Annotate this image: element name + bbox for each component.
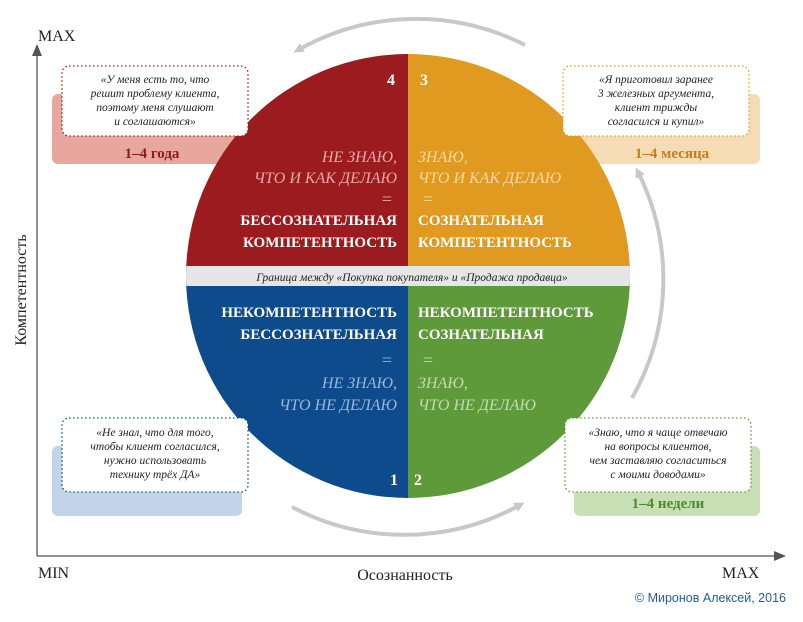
cycle-arrow-right: [630, 167, 666, 399]
q2-quote-line-1: «Знаю, что я чаще отвечаю: [589, 427, 728, 439]
divider-label: Граница между «Покупка покупателя» и «Пр…: [255, 272, 568, 284]
q2-quote-line-4: с моими доводами»: [610, 469, 705, 481]
quadrant-4-number: 4: [387, 72, 395, 89]
q1-quote-line-3: нужно использовать: [104, 455, 206, 467]
quote-box-q1: «Не знал, что для того, чтобы клиент сог…: [61, 417, 249, 493]
q4-quote-line-4: и соглашаются»: [114, 116, 196, 128]
q3-bold-line-2: КОМПЕТЕНТНОСТЬ: [418, 235, 572, 251]
quote-box-q3: «Я приготовил заранее 3 железных аргумен…: [562, 65, 750, 137]
q4-quote-line-1: «У меня есть то, что: [101, 74, 210, 86]
q4-bold-line-1: БЕССОЗНАТЕЛЬНАЯ: [240, 213, 397, 229]
cycle-arrow-bottom: [291, 502, 525, 537]
y-axis-title: Компетентность: [13, 234, 30, 345]
q1-quote-line-2: чтобы клиент согласился,: [90, 441, 219, 453]
copyright-text: © Миронов Алексей, 2016: [635, 591, 786, 605]
q2-quote-line-2: на вопросы клиентов,: [604, 441, 711, 453]
x-axis-max-label: MAX: [722, 565, 760, 582]
q3-equals: =: [423, 189, 433, 209]
y-axis-max-label: MAX: [38, 28, 76, 45]
divider-band: [186, 266, 630, 286]
q3-bold-line-1: СОЗНАТЕЛЬНАЯ: [418, 213, 544, 229]
q4-quote-line-2: решит проблему клиента,: [90, 88, 220, 100]
q1-italic-line-1: НЕ ЗНАЮ,: [321, 375, 397, 392]
cycle-arrow-top: [293, 16, 526, 53]
q2-quote-line-3: чем заставляю согласиться: [589, 455, 726, 467]
q1-bold-line-1: НЕКОМПЕТЕНТНОСТЬ: [221, 305, 397, 321]
quadrant-3-number: 3: [420, 72, 428, 89]
quadrant-2-number: 2: [414, 472, 422, 489]
q2-bold-line-2: СОЗНАТЕЛЬНАЯ: [418, 327, 544, 343]
q2-italic-line-2: ЧТО НЕ ДЕЛАЮ: [418, 397, 536, 414]
q1-bold-line-2: БЕССОЗНАТЕЛЬНАЯ: [240, 327, 397, 343]
q4-period-label: 1–4 года: [125, 146, 180, 162]
q2-bold-line-1: НЕКОМПЕТЕНТНОСТЬ: [418, 305, 594, 321]
q3-period-label: 1–4 месяца: [635, 146, 710, 162]
x-axis-title: Осознанность: [357, 567, 453, 584]
q1-equals: =: [382, 350, 392, 370]
q3-quote-line-3: клиент трижды: [615, 102, 698, 114]
quadrant-1-number: 1: [390, 472, 398, 489]
q2-equals: =: [423, 350, 433, 370]
q1-quote-line-1: «Не знал, что для того,: [96, 427, 214, 439]
q3-quote-line-1: «Я приготовил заранее: [599, 74, 713, 86]
q4-quote-line-3: поэтому меня слушают: [96, 102, 214, 114]
q3-italic-line-1: ЗНАЮ,: [418, 149, 468, 166]
quote-box-q2: «Знаю, что я чаще отвечаю на вопросы кли…: [564, 417, 752, 493]
q3-quote-line-2: 3 железных аргумента,: [597, 88, 714, 100]
q4-bold-line-2: КОМПЕТЕНТНОСТЬ: [243, 235, 397, 251]
q3-quote-line-4: согласился и купил»: [608, 116, 705, 128]
q1-italic-line-2: ЧТО НЕ ДЕЛАЮ: [279, 397, 397, 414]
q1-quote-line-4: технику трёх ДА»: [110, 469, 201, 481]
q2-period-label: 1–4 недели: [632, 496, 705, 512]
q4-italic-line-2: ЧТО И КАК ДЕЛАЮ: [254, 170, 398, 187]
quote-box-q4: «У меня есть то, что решит проблему клие…: [61, 65, 249, 137]
q2-italic-line-1: ЗНАЮ,: [418, 375, 468, 392]
q4-italic-line-1: НЕ ЗНАЮ,: [321, 149, 397, 166]
q4-equals: =: [382, 189, 392, 209]
q3-italic-line-2: ЧТО И КАК ДЕЛАЮ: [418, 170, 562, 187]
x-axis-min-label: MIN: [38, 565, 70, 582]
